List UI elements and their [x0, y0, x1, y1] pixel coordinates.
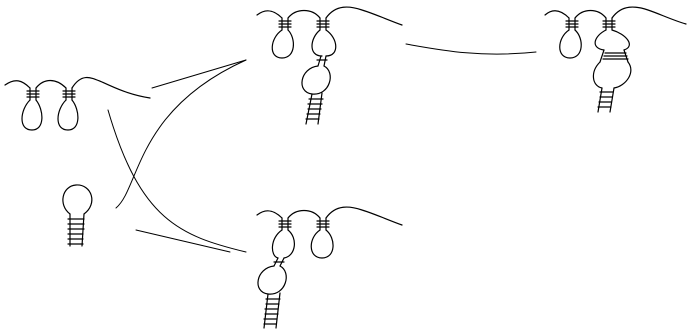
two-hairpin-strand	[5, 78, 150, 131]
double-arrow-single-hairpin-to-bottom-complex	[136, 230, 230, 252]
complex-top-middle	[257, 7, 402, 124]
double-arrow-strand-to-top-complex	[152, 60, 246, 88]
single-hairpin	[63, 185, 92, 246]
complex-bottom-middle	[257, 207, 402, 328]
curved-arrow-bottom-complex-to-strand	[108, 110, 246, 252]
double-arrow-top-complex-to-kissing-complex	[406, 44, 536, 54]
complex-top-right-kissing	[545, 7, 686, 112]
curved-arrow-single-hairpin-to-top-complex	[116, 60, 246, 208]
